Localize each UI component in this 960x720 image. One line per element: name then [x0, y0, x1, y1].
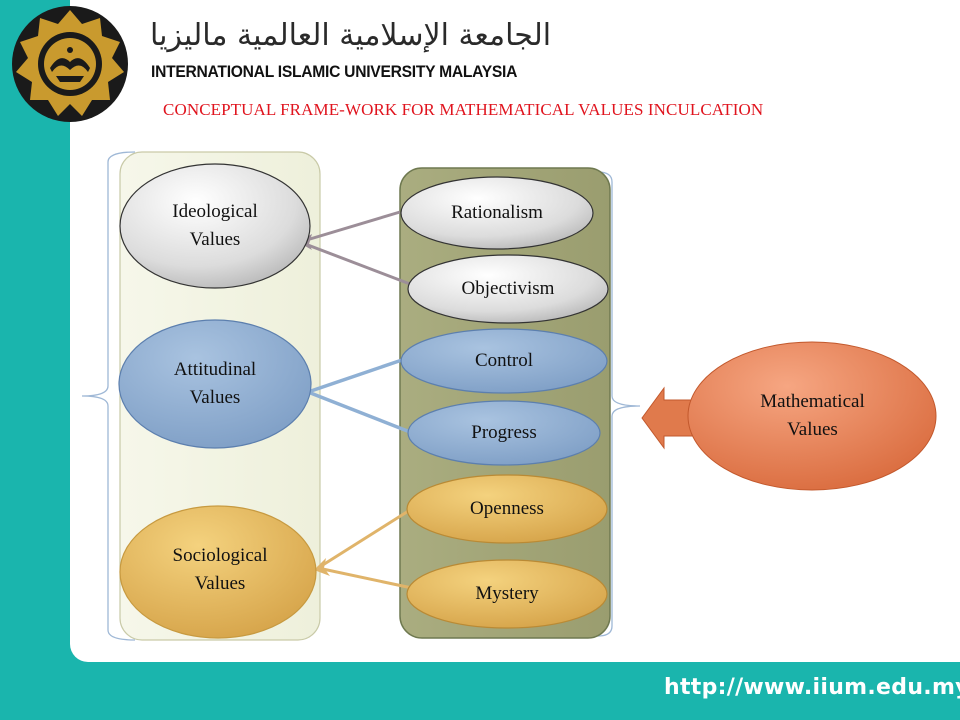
mathematical-values-node: [687, 341, 937, 491]
sociological-values-node: [119, 505, 317, 639]
progress-node: [407, 400, 601, 466]
control-node: [400, 328, 608, 394]
right-brace: [597, 171, 641, 637]
arrow-rationalism: [299, 210, 401, 244]
arrows-attitudinal: [307, 358, 411, 434]
rationalism-label: Rationalism: [451, 202, 543, 223]
arrow-control: [307, 358, 403, 394]
arrowhead-sociological: [314, 558, 330, 576]
attitudinal-values-node: [118, 319, 312, 449]
university-name-english: INTERNATIONAL ISLAMIC UNIVERSITY MALAYSI…: [151, 62, 518, 81]
slide-title: CONCEPTUAL FRAME-WORK FOR MATHEMATICAL V…: [163, 100, 764, 119]
ideological-values-node: [119, 163, 311, 289]
objectivism-node: [407, 254, 609, 324]
arrow-openness: [317, 508, 411, 570]
arrow-objectivism: [299, 240, 411, 286]
sociological-line1: Sociological: [172, 545, 268, 566]
rationalism-node: [400, 176, 594, 250]
footer-url[interactable]: http://www.iium.edu.my: [664, 675, 960, 700]
arrows-sociological: [314, 508, 413, 590]
iium-logo: [12, 6, 128, 122]
header-band: [0, 0, 960, 142]
university-name-arabic: الجامعة الإسلامية العالمية ماليزيا: [150, 18, 552, 53]
openness-label: Openness: [470, 498, 544, 519]
ideological-line1: Ideological: [172, 201, 258, 222]
sociological-line2: Values: [194, 573, 246, 594]
left-brace: [81, 151, 136, 641]
control-label: Control: [474, 350, 534, 371]
mathematical-line1: Mathematical: [760, 391, 865, 412]
openness-node: [406, 474, 608, 544]
mystery-label: Mystery: [475, 583, 539, 604]
attitudinal-line1: Attitudinal: [173, 359, 257, 380]
arrow-progress: [307, 390, 411, 434]
objectivism-label: Objectivism: [461, 278, 555, 299]
progress-label: Progress: [471, 422, 537, 443]
arrow-mystery: [317, 566, 413, 590]
ideological-line2: Values: [189, 229, 241, 250]
mathematical-line2: Values: [787, 419, 838, 440]
mystery-node: [406, 559, 608, 629]
attitudinal-line2: Values: [189, 387, 241, 408]
